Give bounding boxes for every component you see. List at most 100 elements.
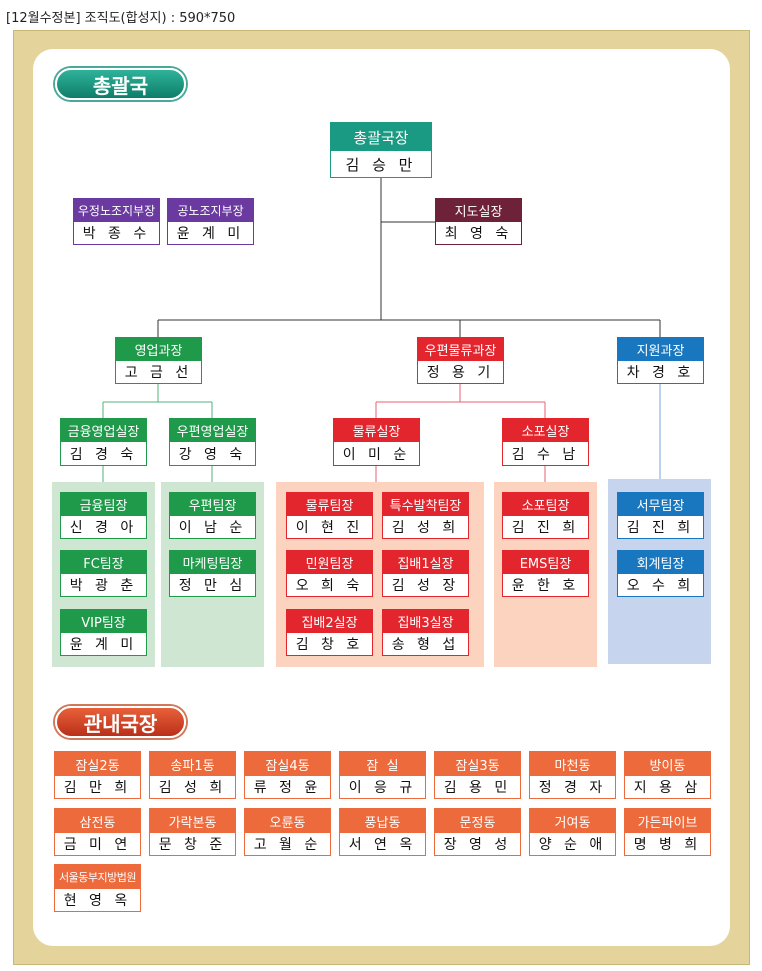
team-title: FC팀장 [61, 551, 146, 574]
team-box: VIP팀장 윤 계 미 [60, 609, 147, 656]
team-title: 소포팀장 [503, 493, 588, 516]
local-head-title: 삼전동 [55, 809, 140, 833]
local-head-box: 가락본동 문 창 준 [149, 808, 236, 856]
division-title: 지원과장 [618, 338, 703, 361]
local-head-box: 송파1동 김 성 희 [149, 751, 236, 799]
team-name: 박 광 춘 [69, 578, 138, 594]
local-head-name: 현 영 옥 [63, 893, 132, 909]
head-box: 총괄국장 김 승 만 [330, 122, 432, 178]
local-head-box: 잠실4동 류 정 윤 [244, 751, 331, 799]
local-head-name: 고 월 순 [253, 837, 322, 853]
local-head-name: 문 창 준 [158, 837, 227, 853]
local-head-title: 서울동부지방법원 [55, 865, 140, 889]
local-head-name: 김 성 희 [158, 780, 227, 796]
team-name: 김 성 장 [391, 578, 460, 594]
team-box: 집배1실장 김 성 장 [382, 550, 469, 597]
local-head-title: 오륜동 [245, 809, 330, 833]
division-title: 우편물류과장 [418, 338, 503, 361]
team-title: EMS팀장 [503, 551, 588, 574]
local-head-name: 김 용 민 [443, 780, 512, 796]
team-name: 오 희 숙 [295, 578, 364, 594]
team-box: 마케팅팀장 정 만 심 [169, 550, 256, 597]
local-head-title: 잠실4동 [245, 752, 330, 776]
team-box: EMS팀장 윤 한 호 [502, 550, 589, 597]
guidance-box: 지도실장 최 영 숙 [435, 198, 522, 245]
local-head-box: 잠 실 이 응 규 [339, 751, 426, 799]
local-head-box: 가든파이브 명 병 희 [624, 808, 711, 856]
division-name: 고 금 선 [124, 365, 193, 381]
division-title: 영업과장 [116, 338, 201, 361]
local-head-name: 장 영 성 [443, 837, 512, 853]
team-title: VIP팀장 [61, 610, 146, 633]
local-head-title: 가락본동 [150, 809, 235, 833]
team-name: 이 현 진 [295, 520, 364, 536]
office-title: 물류실장 [334, 419, 419, 442]
office-parcel-box: 소포실장 김 수 남 [502, 418, 589, 466]
division-name: 차 경 호 [626, 365, 695, 381]
team-title: 집배2실장 [287, 610, 372, 633]
team-box: 집배3실장 송 형 섭 [382, 609, 469, 656]
local-head-title: 송파1동 [150, 752, 235, 776]
division-sales-box: 영업과장 고 금 선 [115, 337, 202, 384]
office-title: 우편영업실장 [170, 419, 255, 442]
office-name: 이 미 순 [342, 446, 411, 463]
advisor-box-2: 공노조지부장 윤 계 미 [167, 198, 254, 245]
local-head-title: 방이동 [625, 752, 710, 776]
team-box: 집배2실장 김 창 호 [286, 609, 373, 656]
team-name: 김 성 희 [391, 520, 460, 536]
advisor-title: 우정노조지부장 [74, 199, 159, 222]
head-name: 김 승 만 [345, 155, 417, 174]
office-logistics-box: 물류실장 이 미 순 [333, 418, 420, 466]
local-head-title: 풍납동 [340, 809, 425, 833]
team-title: 민원팀장 [287, 551, 372, 574]
section-title-local: 관내국장 [55, 706, 186, 738]
guidance-name: 최 영 숙 [444, 226, 513, 242]
team-box: 금융팀장 신 경 아 [60, 492, 147, 539]
section-title-general: 총괄국 [55, 68, 186, 100]
local-head-box: 풍납동 서 연 옥 [339, 808, 426, 856]
head-title: 총괄국장 [331, 123, 431, 151]
team-box: 서무팀장 김 진 희 [617, 492, 704, 539]
local-head-box: 잠실2동 김 만 희 [54, 751, 141, 799]
local-head-name: 명 병 희 [633, 837, 702, 853]
local-head-title: 가든파이브 [625, 809, 710, 833]
team-title: 집배3실장 [383, 610, 468, 633]
team-name: 오 수 희 [626, 578, 695, 594]
local-head-box: 거여동 양 순 애 [529, 808, 616, 856]
team-box: 특수발착팀장 김 성 희 [382, 492, 469, 539]
local-head-title: 잠실2동 [55, 752, 140, 776]
team-title: 마케팅팀장 [170, 551, 255, 574]
team-name: 신 경 아 [69, 520, 138, 536]
local-head-name: 양 순 애 [538, 837, 607, 853]
advisor-name: 윤 계 미 [176, 226, 245, 242]
local-head-box: 잠실3동 김 용 민 [434, 751, 521, 799]
local-head-title: 마천동 [530, 752, 615, 776]
page-caption: [12월수정본] 조직도(합성지) : 590*750 [6, 11, 236, 26]
office-name: 김 수 남 [511, 446, 580, 463]
team-title: 우편팀장 [170, 493, 255, 516]
team-box: 회계팀장 오 수 희 [617, 550, 704, 597]
team-box: FC팀장 박 광 춘 [60, 550, 147, 597]
local-head-name: 정 경 자 [538, 780, 607, 796]
team-box: 물류팀장 이 현 진 [286, 492, 373, 539]
local-head-box: 방이동 지 용 삼 [624, 751, 711, 799]
guidance-title: 지도실장 [436, 199, 521, 222]
team-title: 특수발착팀장 [383, 493, 468, 516]
advisor-title: 공노조지부장 [168, 199, 253, 222]
team-name: 송 형 섭 [391, 637, 460, 653]
advisor-name: 박 종 수 [82, 226, 151, 242]
team-name: 김 진 희 [511, 520, 580, 536]
team-title: 회계팀장 [618, 551, 703, 574]
advisor-box-1: 우정노조지부장 박 종 수 [73, 198, 160, 245]
local-head-name: 류 정 윤 [253, 780, 322, 796]
local-head-name: 김 만 희 [63, 780, 132, 796]
team-title: 서무팀장 [618, 493, 703, 516]
local-head-box: 오륜동 고 월 순 [244, 808, 331, 856]
local-head-box: 서울동부지방법원 현 영 옥 [54, 864, 141, 912]
team-title: 금융팀장 [61, 493, 146, 516]
local-head-name: 이 응 규 [348, 780, 417, 796]
team-box: 소포팀장 김 진 희 [502, 492, 589, 539]
local-head-name: 서 연 옥 [348, 837, 417, 853]
team-title: 물류팀장 [287, 493, 372, 516]
